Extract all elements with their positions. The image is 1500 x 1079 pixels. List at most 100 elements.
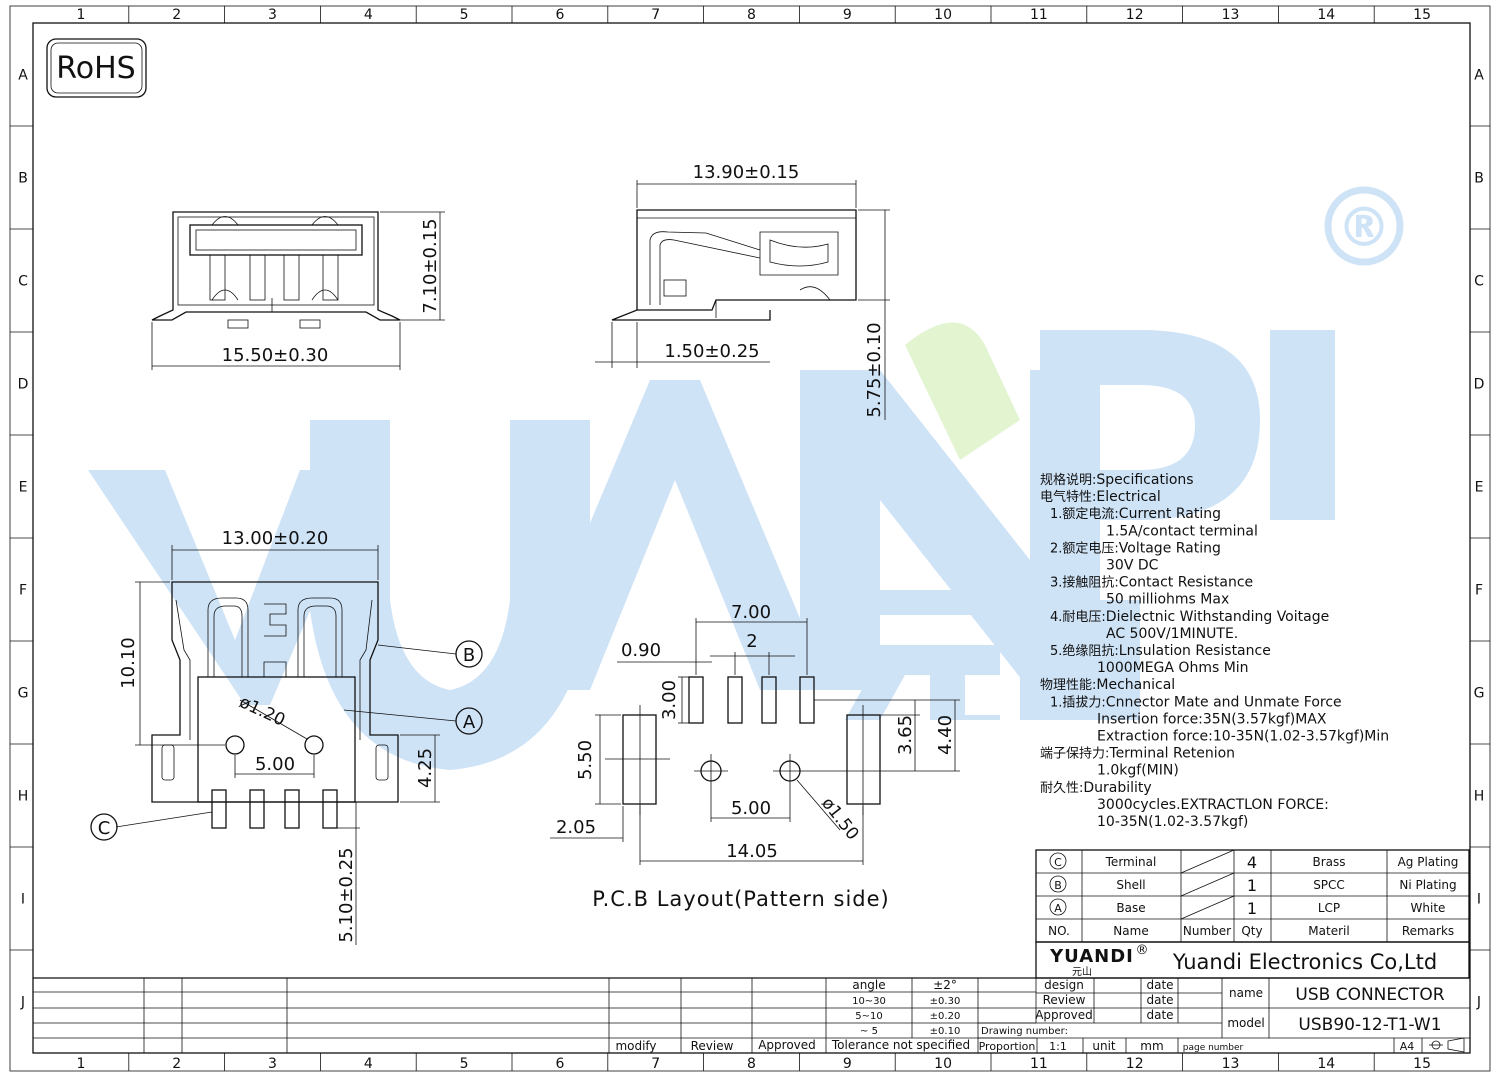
- dim-hole-spacing: 5.00: [255, 754, 295, 775]
- side-view: 13.90±0.15 1.50±0.25 5.75±0.10: [595, 162, 890, 420]
- rohs-mark: RoHS: [46, 38, 147, 98]
- spec-line: 2.额定电压:Voltage Rating: [1050, 540, 1221, 556]
- spec-line: 电气特性:Electrical: [1040, 489, 1161, 505]
- row-marker-left-A: A: [18, 68, 28, 84]
- spec-line-en: 30V DC: [1106, 558, 1159, 574]
- col-marker-bottom-2: 2: [172, 1056, 181, 1072]
- bom-remarks: Ni Plating: [1399, 878, 1456, 892]
- spec-line-cn: 2.额定电压:: [1050, 541, 1119, 556]
- bom-material: SPCC: [1313, 878, 1345, 892]
- bom-remarks: White: [1411, 901, 1446, 915]
- bom-material: Brass: [1312, 855, 1345, 869]
- bom-no-circle: [1049, 875, 1067, 893]
- col-marker-top-9: 9: [843, 7, 852, 23]
- callout-c: C: [98, 818, 111, 839]
- spec-line-cn: 1.插拔力:: [1050, 695, 1106, 710]
- spec-line-en: Terminal Retenion: [1108, 746, 1235, 762]
- dim-pcb-pitch-total: 7.00: [731, 602, 771, 623]
- col-marker-top-7: 7: [651, 7, 660, 23]
- front-view: 15.50±0.30 7.10±0.15: [151, 211, 445, 370]
- page-number-label: page number: [1183, 1043, 1244, 1053]
- row-marker-right-F: F: [1475, 583, 1483, 599]
- row-marker-right-H: H: [1474, 789, 1485, 805]
- spec-line: 1.5A/contact terminal: [1106, 523, 1258, 539]
- spec-line: 规格说明:Specifications: [1040, 472, 1194, 488]
- dim-pin-len: 5.10±0.25: [336, 847, 357, 942]
- spec-line-en: AC 500V/1MINUTE.: [1106, 626, 1238, 642]
- bom-name: Base: [1116, 901, 1145, 915]
- row-marker-right-I: I: [1477, 892, 1481, 908]
- col-marker-bottom-3: 3: [268, 1056, 277, 1072]
- spec-line: 4.耐电压:Dielectnic Withstanding Voitage: [1050, 609, 1329, 625]
- row-marker-right-E: E: [1475, 480, 1484, 496]
- col-marker-bottom-11: 11: [1030, 1056, 1048, 1072]
- col-marker-bottom-7: 7: [651, 1056, 660, 1072]
- dim-front-height: 7.10±0.15: [420, 218, 441, 313]
- col-marker-bottom-8: 8: [747, 1056, 756, 1072]
- spec-line-en: Specifications: [1096, 472, 1193, 488]
- dim-top-width: 13.00±0.20: [222, 528, 329, 549]
- col-marker-bottom-1: 1: [76, 1056, 85, 1072]
- col-marker-bottom-6: 6: [555, 1056, 564, 1072]
- title-logo: YUANDI: [1049, 946, 1134, 967]
- row-marker-right-D: D: [1474, 377, 1485, 393]
- spec-line: 1.插拔力:Cnnector Mate and Unmate Force: [1050, 694, 1342, 710]
- dim-top-offset: 4.25: [415, 748, 436, 788]
- spec-line-en: Current Rating: [1119, 506, 1221, 522]
- spec-line: 1.0kgf(MIN): [1097, 763, 1179, 779]
- title-logo-reg: ®: [1136, 943, 1149, 958]
- spec-line: AC 500V/1MINUTE.: [1106, 626, 1238, 642]
- spec-line-cn: 规格说明:: [1040, 472, 1096, 488]
- modify-label: modify: [615, 1039, 656, 1053]
- bom-header-material: Materil: [1308, 924, 1349, 938]
- bom-qty: 1: [1247, 876, 1257, 895]
- bom-name: Shell: [1116, 878, 1145, 892]
- bom-header-remarks: Remarks: [1402, 924, 1454, 938]
- spec-line: 3.接触阻抗:Contact Resistance: [1050, 575, 1253, 591]
- bom-no: C: [1054, 856, 1062, 869]
- col-marker-top-15: 15: [1413, 7, 1431, 23]
- review-label: Review: [1043, 993, 1086, 1007]
- design-label: design: [1044, 978, 1084, 992]
- spec-line-en: Extraction force:10-35N(1.02-3.57kgf)Min: [1097, 729, 1389, 745]
- col-marker-top-1: 1: [76, 7, 85, 23]
- dim-pcb-v1: 3.65: [895, 715, 916, 755]
- bom-no-circle: [1049, 898, 1067, 916]
- projection-symbol-icon: [1429, 1037, 1465, 1053]
- title-block: YUANDI ® 元山 Yuandi Electronics Co,Ltd an…: [33, 941, 1470, 1053]
- col-marker-top-13: 13: [1222, 7, 1240, 23]
- spec-line-en: Durability: [1083, 780, 1151, 796]
- dim-pcb-pitch: 2: [746, 631, 757, 652]
- proportion-label: Proportion: [979, 1040, 1036, 1053]
- bom-no: A: [1054, 902, 1062, 915]
- row-marker-left-F: F: [19, 583, 27, 599]
- spec-line-cn: 耐久性:: [1040, 781, 1083, 796]
- dim-pcb-pad-w: 0.90: [621, 640, 661, 661]
- dim-pcb-v2: 4.40: [935, 715, 956, 755]
- top-view: 13.00±0.20 10.10 5.00 ø1.20 4.25 5.10±0.…: [90, 528, 483, 945]
- row-marker-left-I: I: [21, 892, 25, 908]
- spec-line-en: 3000cycles.EXTRACTLON FORCE:: [1097, 797, 1329, 813]
- col-marker-bottom-13: 13: [1222, 1056, 1240, 1072]
- col-marker-bottom-12: 12: [1126, 1056, 1144, 1072]
- bom-name: Terminal: [1105, 855, 1157, 869]
- pcb-caption: P.C.B Layout(Pattern side): [592, 887, 890, 911]
- rohs-label: RoHS: [56, 51, 135, 86]
- col-marker-top-14: 14: [1317, 7, 1335, 23]
- name-value: USB CONNECTOR: [1295, 985, 1444, 1005]
- callout-a: A: [463, 712, 476, 733]
- tolerance-note: Tolerance not specified: [831, 1038, 970, 1052]
- col-marker-top-12: 12: [1126, 7, 1144, 23]
- row-marker-right-A: A: [1474, 68, 1484, 84]
- row-marker-left-E: E: [19, 480, 28, 496]
- spec-line-en: 50 milliohms Max: [1106, 592, 1229, 608]
- spec-line-cn: 4.耐电压:: [1050, 610, 1106, 625]
- company-name: Yuandi Electronics Co,Ltd: [1172, 950, 1437, 974]
- col-marker-top-11: 11: [1030, 7, 1048, 23]
- col-marker-bottom-9: 9: [843, 1056, 852, 1072]
- date-label-1: date: [1146, 978, 1173, 992]
- dim-pcb-hole-dia: ø1.50: [817, 794, 862, 844]
- dim-top-height: 10.10: [118, 637, 139, 689]
- spec-line-cn: 端子保持力:: [1040, 747, 1109, 762]
